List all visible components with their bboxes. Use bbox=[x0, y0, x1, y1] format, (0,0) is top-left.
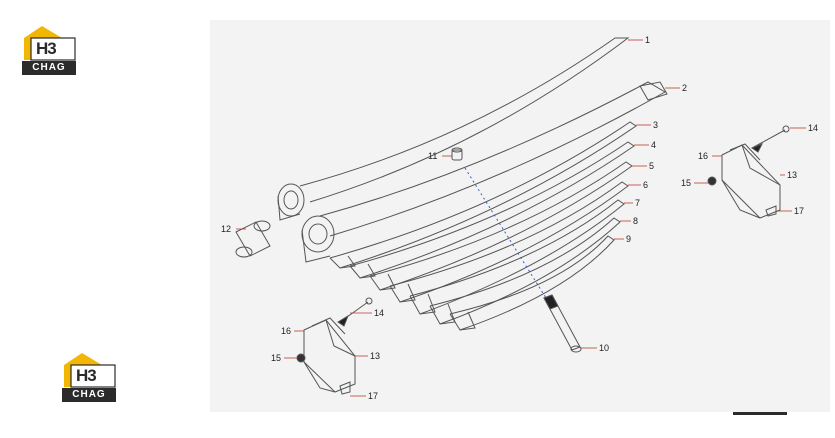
brand-logo-bottom-left: H3 CHAG bbox=[62, 351, 116, 403]
callout-13-left: 13 bbox=[370, 351, 380, 361]
callout-15-left: 15 bbox=[271, 353, 281, 363]
callout-17-right: 17 bbox=[794, 206, 804, 216]
leaf-spring-leaf-4 bbox=[349, 141, 635, 279]
brand-logo-top-left: H3 CHAG bbox=[22, 24, 76, 76]
diagram-panel bbox=[210, 20, 830, 412]
callout-1: 1 bbox=[645, 35, 650, 45]
nut-11 bbox=[451, 147, 463, 161]
callout-16-left: 16 bbox=[281, 326, 291, 336]
leaf-spring-leaf-1 bbox=[277, 37, 630, 221]
callout-13-right: 13 bbox=[787, 170, 797, 180]
callout-8: 8 bbox=[633, 216, 638, 226]
callout-9: 9 bbox=[626, 234, 631, 244]
logo-mark: H3 bbox=[36, 39, 57, 58]
leaf-spring-leaf-9 bbox=[449, 235, 615, 331]
logo-house-icon bbox=[62, 353, 116, 402]
callout-12: 12 bbox=[221, 224, 231, 234]
leaf-spring-leaf-6 bbox=[389, 181, 629, 303]
callout-5: 5 bbox=[649, 161, 654, 171]
callout-4: 4 bbox=[651, 140, 656, 150]
logo-text: CHAG bbox=[72, 389, 106, 400]
callout-11: 11 bbox=[428, 151, 437, 161]
callout-2: 2 bbox=[682, 83, 687, 93]
callout-16-right: 16 bbox=[698, 151, 708, 161]
callout-14-right: 14 bbox=[808, 123, 818, 133]
logo-mark: H3 bbox=[76, 366, 97, 385]
callout-leader-lines bbox=[236, 39, 806, 397]
bushing-12 bbox=[235, 220, 271, 258]
callout-15-right: 15 bbox=[681, 178, 691, 188]
callout-14-left: 14 bbox=[374, 308, 384, 318]
leaf-spring-leaf-2 bbox=[301, 81, 668, 263]
callout-6: 6 bbox=[643, 180, 648, 190]
bracket-assembly-left bbox=[296, 297, 373, 395]
leaf-spring-leaf-7 bbox=[409, 199, 625, 315]
center-bolt-10 bbox=[464, 167, 582, 353]
callout-17-left: 17 bbox=[368, 391, 378, 401]
bracket-assembly-right bbox=[707, 125, 790, 219]
leaf-spring-leaf-8 bbox=[429, 217, 621, 325]
leaf-spring-leaf-5 bbox=[369, 161, 633, 291]
callout-10: 10 bbox=[599, 343, 609, 353]
logo-text: CHAG bbox=[32, 62, 66, 73]
callout-3: 3 bbox=[653, 120, 658, 130]
callout-7: 7 bbox=[635, 198, 640, 208]
logo-house-icon bbox=[22, 26, 76, 75]
leaf-spring-leaf-3 bbox=[329, 121, 637, 269]
